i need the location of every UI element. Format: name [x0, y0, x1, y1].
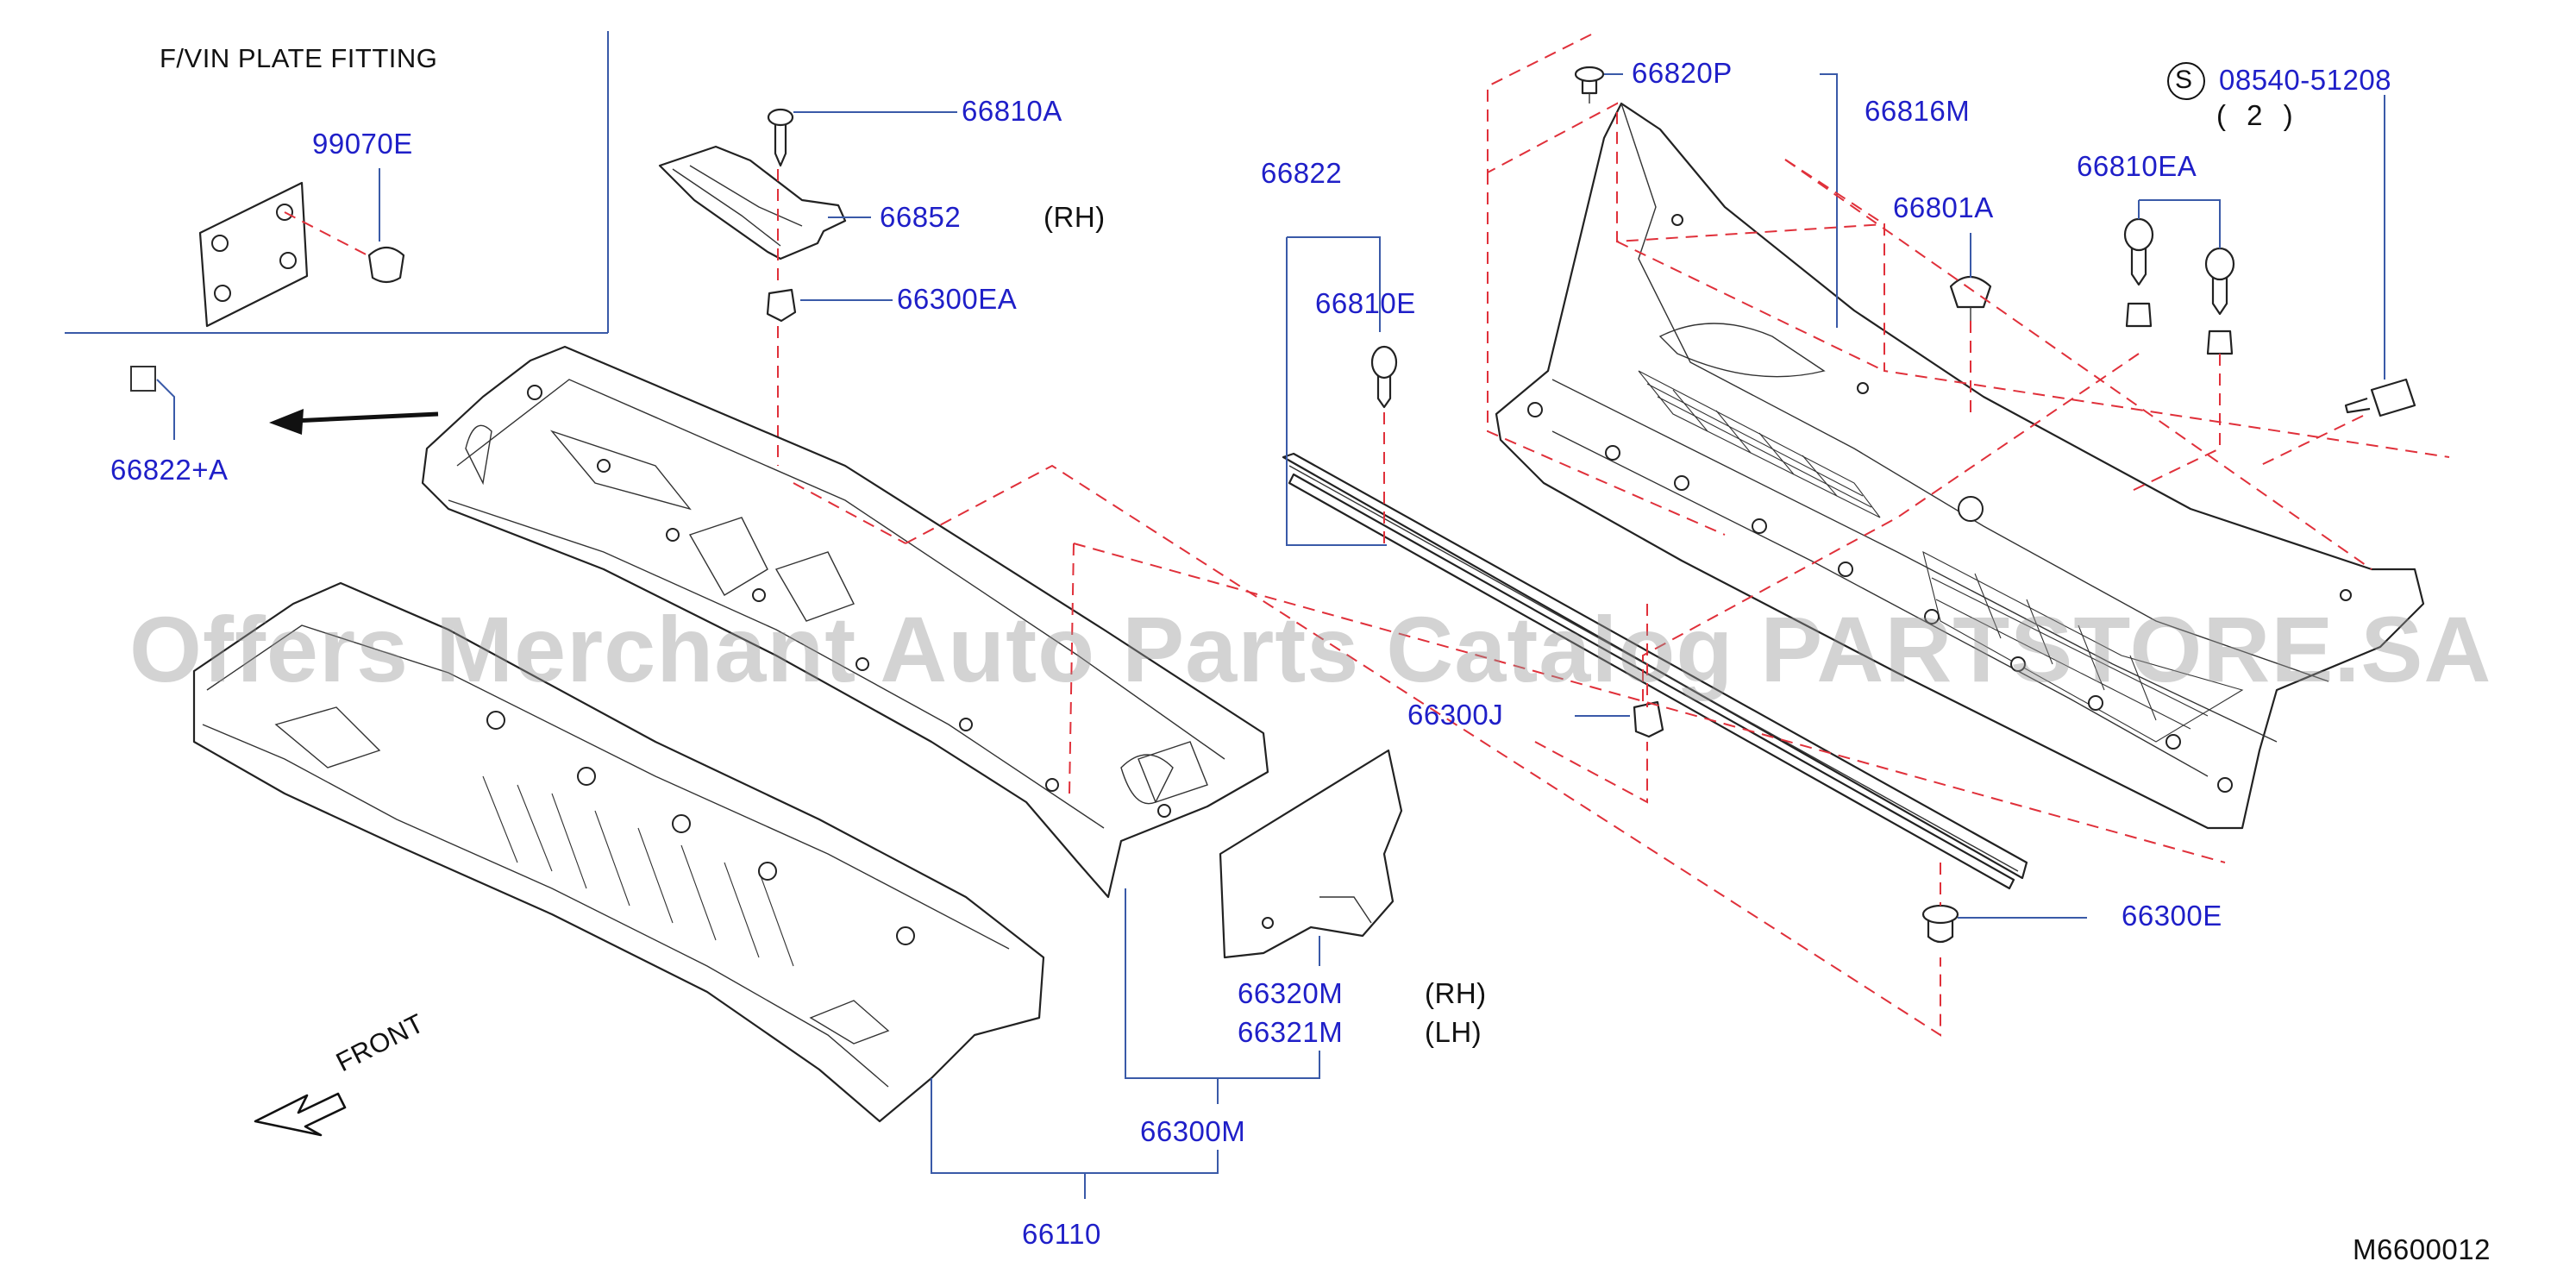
label-66822a[interactable]: 66822+A	[110, 454, 229, 486]
clip-66801a	[1949, 275, 1992, 321]
label-66320m[interactable]: 66320M	[1238, 977, 1344, 1009]
label-66816m[interactable]: 66816M	[1865, 95, 1971, 127]
cowl-mesh-right	[1922, 550, 2244, 743]
label-66810a[interactable]: 66810A	[962, 95, 1062, 127]
reference-square	[130, 366, 156, 392]
label-08540-51208[interactable]: 08540-51208	[2219, 64, 2392, 96]
label-66300ea[interactable]: 66300EA	[897, 283, 1018, 315]
label-66321m[interactable]: 66321M	[1238, 1016, 1344, 1048]
label-66810ea[interactable]: 66810EA	[2077, 150, 2197, 182]
seal-strip-66822	[1282, 452, 2028, 890]
inset-frame	[65, 31, 609, 334]
label-66820p[interactable]: 66820P	[1632, 57, 1733, 89]
screw-66810e	[1370, 345, 1398, 409]
label-66822[interactable]: 66822	[1261, 157, 1343, 189]
screw-66810a	[767, 108, 957, 167]
label-66110[interactable]: 66110	[1022, 1218, 1101, 1250]
label-99070e[interactable]: 99070E	[312, 128, 413, 160]
bracket-66852	[658, 145, 847, 260]
screw-66810ea-left	[2123, 217, 2154, 328]
label-66801a[interactable]: 66801A	[1893, 191, 1994, 223]
inset-title: F/VIN PLATE FITTING	[160, 43, 438, 73]
bolt-08540	[2344, 378, 2416, 417]
side-bracket-66320m	[1219, 749, 1403, 959]
cowl-mesh-left	[1638, 370, 1881, 518]
label-lh-66321m: (LH)	[1425, 1016, 1482, 1048]
watermark: Offers Merchant Auto Parts Catalog PARTS…	[129, 597, 2492, 701]
label-rh-66320m: (RH)	[1425, 977, 1487, 1009]
label-qty-2: ( 2 )	[2216, 99, 2294, 131]
label-66300m[interactable]: 66300M	[1140, 1115, 1246, 1147]
dash-ribs	[482, 775, 794, 967]
grommet-66300e	[1921, 904, 1959, 944]
plate-rivet	[284, 168, 405, 284]
cowl-frame-66300m	[421, 345, 1269, 899]
dash-panel-66110	[192, 581, 1045, 1123]
label-66300j[interactable]: 66300J	[1407, 699, 1504, 731]
reference-arrow	[269, 409, 439, 435]
grommet-66820p	[1574, 66, 1605, 104]
label-rh-66852: (RH)	[1044, 201, 1106, 233]
cowl-top-66816m	[1495, 102, 2425, 830]
clip-66300ea	[766, 288, 893, 323]
label-66810e[interactable]: 66810E	[1315, 287, 1416, 319]
label-66852[interactable]: 66852	[880, 201, 962, 233]
leader-lines	[931, 73, 2385, 1199]
diagram-code: M6600012	[2353, 1233, 2491, 1265]
screw-66810ea-right	[2204, 247, 2235, 355]
clip-66300j	[1633, 700, 1664, 738]
s-mark-circle	[2167, 62, 2205, 100]
front-arrow	[254, 1092, 347, 1137]
s-mark: S	[2175, 66, 2193, 94]
vin-plate	[198, 181, 309, 328]
assembly-dashes	[793, 34, 2450, 1037]
label-66300e[interactable]: 66300E	[2122, 900, 2222, 932]
